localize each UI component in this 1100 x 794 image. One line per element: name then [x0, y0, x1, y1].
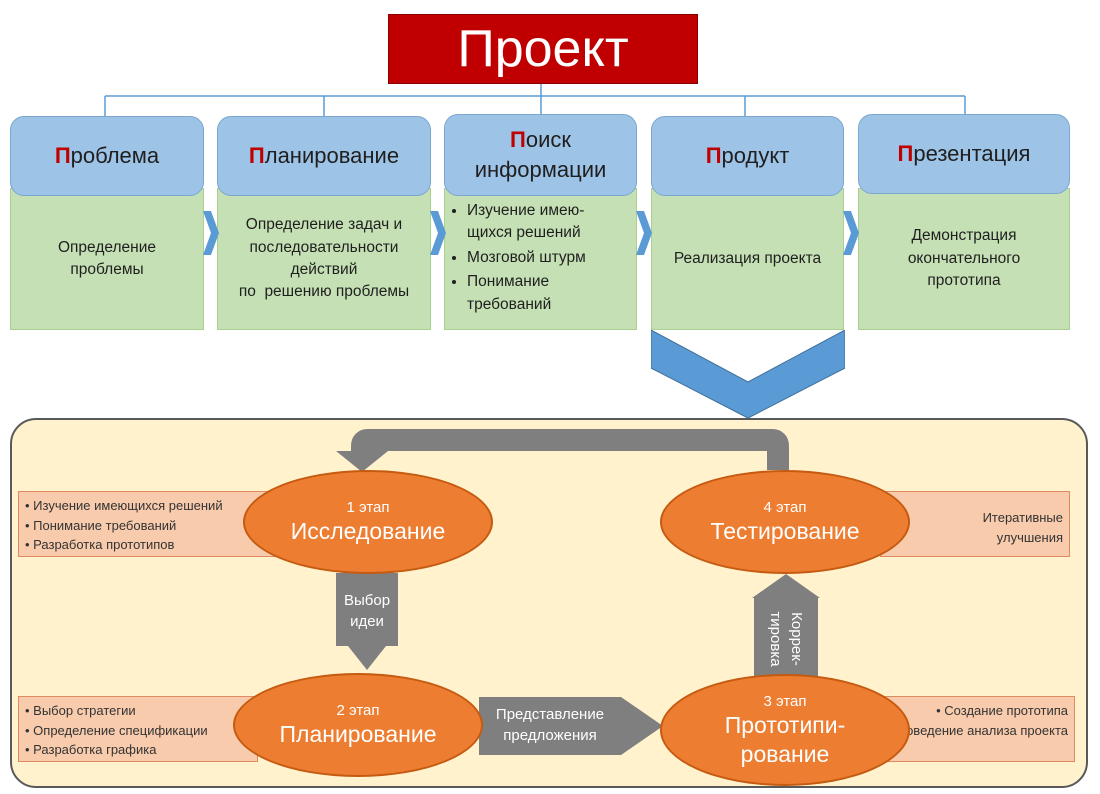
column-problem-header: Проблема [10, 116, 204, 196]
proposal-line2: предложения [503, 727, 597, 744]
problem-title-rest: роблема [70, 143, 160, 169]
list-item: Понимание требований [25, 516, 273, 536]
planning-description-line: действий [290, 261, 358, 278]
list-item: Мозговой штурм [467, 247, 622, 269]
list-item: Понимание требований [467, 271, 622, 316]
planning-description-line: последовательности [249, 238, 399, 256]
stage-planning: 2 этап Планирование [233, 673, 483, 777]
search-title-rest: оиск [525, 127, 571, 153]
list-item: Разработка графика [25, 740, 251, 760]
list-item: Проведение анализа проекта [869, 721, 1069, 741]
idea-selection-label: Выбор идеи [336, 590, 398, 632]
list-item: Изучение имеющихся решений [25, 496, 273, 516]
column-search-header: Поиск информации [444, 114, 637, 196]
list-item: Выбор стратегии [25, 701, 251, 721]
stage-number: 3 этап [763, 692, 807, 710]
stage-name: Планирование [279, 721, 437, 748]
planning-description-line: по решению проблемы [238, 283, 410, 301]
list-item: Разработка прототипов [25, 535, 273, 555]
stage-number: 2 этап [336, 701, 380, 719]
stage-name-line1: Прототипи- [724, 712, 846, 738]
correction-label: Коррек- тировка [765, 589, 807, 689]
testing-notes: Итеративные улучшения [880, 491, 1070, 557]
title-connectors [104, 82, 966, 118]
proposal-line1: Представление [495, 706, 605, 723]
presentation-cap-letter: П [897, 141, 914, 167]
product-title-rest: родукт [721, 143, 790, 169]
column-planning-body: Определение задач и последовательности д… [217, 188, 431, 330]
list-item: Изучение имею-щихся решений [467, 200, 622, 245]
stage-number: 4 этап [763, 498, 807, 516]
stage-number: 1 этап [346, 498, 390, 516]
problem-cap-letter: П [54, 143, 71, 169]
planning-title-rest: ланирование [264, 143, 400, 169]
planning-notes: Выбор стратегии Определение спецификации… [18, 696, 258, 762]
title-box: Проект [388, 14, 698, 84]
idea-selection-line1: Выбор [343, 592, 391, 609]
title-text: Проект [457, 20, 629, 78]
search-bullet-list: Изучение имею-щихся решений Мозговой шту… [451, 200, 622, 318]
proposal-label: Представление предложения [480, 704, 620, 746]
chevron-right-icon [203, 211, 219, 255]
research-notes: Изучение имеющихся решений Понимание тре… [18, 491, 280, 557]
presentation-description: Демонстрация окончательного прототипа [907, 227, 1021, 290]
down-chevron-icon [651, 330, 845, 419]
idea-selection-line2: идеи [350, 613, 384, 630]
chevron-right-icon [430, 211, 446, 255]
column-product-body: Реализация проекта [651, 188, 844, 330]
chevron-right-icon [636, 211, 652, 255]
list-item: Определение спецификации [25, 721, 251, 741]
planning-description-line: Определение задач и [245, 216, 403, 234]
prototyping-notes: Создание прототипа Проведение анализа пр… [862, 696, 1075, 762]
correction-line1: Коррек- [788, 612, 805, 666]
stage-name: Исследование [290, 518, 446, 545]
column-problem-body: Определение проблемы [10, 188, 204, 330]
list-item: Создание прототипа [869, 701, 1068, 721]
product-description: Реализация проекта [673, 249, 822, 267]
column-presentation-header: Презентация [858, 114, 1070, 194]
stage-prototyping: 3 этап Прототипи- рование [660, 674, 910, 786]
testing-notes-text: Итеративные улучшения [982, 510, 1063, 545]
chevron-right-icon [843, 211, 859, 255]
planning-cap-letter: П [248, 143, 265, 169]
column-presentation-body: Демонстрация окончательного прототипа [858, 188, 1070, 330]
stage-testing: 4 этап Тестирование [660, 470, 910, 574]
stage-name-line2: рование [740, 740, 830, 767]
correction-line2: тировка [767, 611, 784, 667]
search-title-line2: информации [474, 157, 607, 182]
product-cap-letter: П [705, 143, 722, 169]
column-search-body: Изучение имею-щихся решений Мозговой шту… [444, 188, 637, 330]
presentation-title-rest: резентация [913, 141, 1031, 167]
stage-name: Тестирование [710, 518, 860, 545]
problem-description: Определение проблемы [57, 238, 156, 278]
search-cap-letter: П [510, 127, 526, 153]
column-planning-header: Планирование [217, 116, 431, 196]
stage-research: 1 этап Исследование [243, 470, 493, 574]
column-product-header: Продукт [651, 116, 844, 196]
